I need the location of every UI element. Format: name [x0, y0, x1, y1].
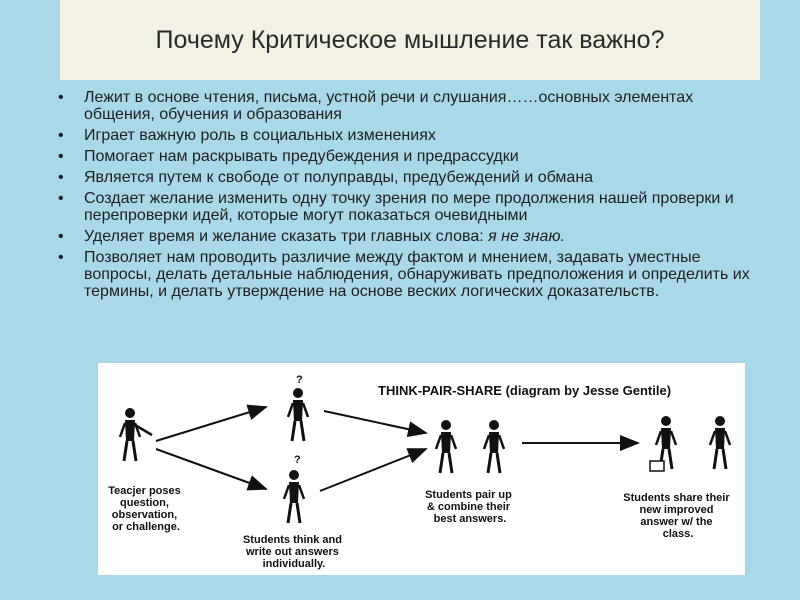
pair-figure-left: [434, 418, 458, 475]
teacher-figure: [118, 406, 153, 463]
bullet-item: Позволяет нам проводить различие между ф…: [58, 249, 758, 300]
think-caption: Students think and write out answers ind…: [243, 534, 345, 570]
thinker-figure-top: [286, 386, 310, 443]
bullet-emphasis: я не знаю.: [488, 228, 565, 245]
pair-figure-right: [482, 418, 506, 475]
arrow-teacher-to-think-bottom: [155, 448, 268, 491]
arrow-think-top-to-pair: [323, 410, 428, 438]
teacher-caption: Teacjer poses question, observation, or …: [108, 485, 184, 533]
notebook-icon: [649, 460, 665, 472]
bullet-list: Лежит в основе чтения, письма, устной ре…: [58, 89, 758, 304]
diagram-title: THINK-PAIR-SHARE (diagram by Jesse Genti…: [378, 383, 671, 398]
arrow-teacher-to-think-top: [155, 404, 268, 442]
bullet-item: Играет важную роль в социальных изменени…: [58, 127, 758, 144]
share-figure-right: [708, 414, 732, 471]
arrow-think-bottom-to-pair: [319, 448, 428, 492]
pair-caption: Students pair up & combine their best an…: [425, 489, 515, 525]
bullet-item: Является путем к свободе от полуправды, …: [58, 169, 758, 186]
bullet-item: Лежит в основе чтения, письма, устной ре…: [58, 89, 758, 123]
thinker-figure-bottom: [282, 468, 306, 525]
bullet-item: Создает желание изменить одну точку зрен…: [58, 190, 758, 224]
bullet-item: Уделяет время и желание сказать три глав…: [58, 228, 758, 245]
title-banner: Почему Критическое мышление так важно?: [60, 0, 760, 80]
diagram-canvas: THINK-PAIR-SHARE (diagram by Jesse Genti…: [108, 374, 732, 570]
question-mark-bottom: ?: [294, 454, 301, 466]
question-mark-top: ?: [296, 374, 303, 386]
bullet-item: Помогает нам раскрывать предубеждения и …: [58, 148, 758, 165]
think-pair-share-diagram: THINK-PAIR-SHARE (diagram by Jesse Genti…: [98, 363, 745, 575]
slide-title: Почему Критическое мышление так важно?: [155, 25, 665, 54]
share-caption: Students share their new improved answer…: [623, 492, 732, 540]
